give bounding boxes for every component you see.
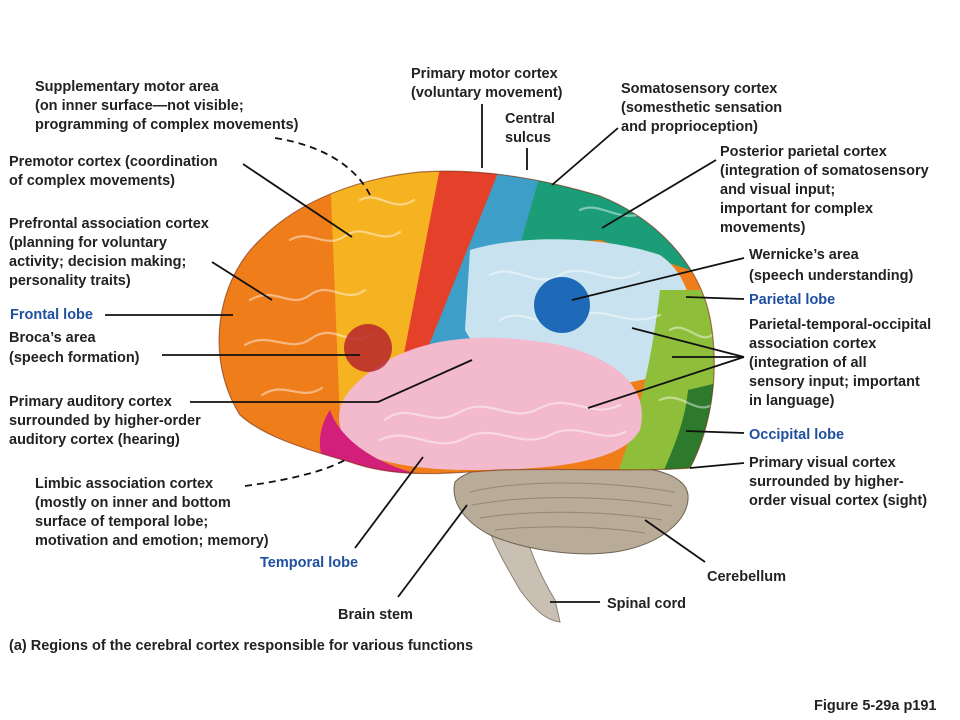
brain-stem-label: Brain stem [338, 607, 413, 623]
cerebellum-label: Cerebellum [707, 569, 786, 585]
leader-lines [105, 104, 745, 603]
primary-visual-cortex-label: Primary visual cortex surrounded by high… [749, 455, 928, 509]
wernickes-area-label: Wernicke’s area (speech understanding) [749, 247, 914, 284]
prefrontal-association-cortex-label: Prefrontal association cortex (planning … [9, 216, 209, 289]
spinal-cord-label: Spinal cord [607, 596, 686, 612]
frontal-lobe-label: Frontal lobe [10, 307, 93, 323]
temporal-lobe-label: Temporal lobe [260, 555, 359, 571]
wernickes-area-spot [534, 277, 590, 333]
posterior-parietal-cortex-label: Posterior parietal cortex (integration o… [720, 144, 929, 236]
primary-motor-cortex-label: Primary motor cortex (voluntary movement… [411, 66, 563, 101]
premotor-cortex-label: Premotor cortex (coordination of complex… [9, 154, 218, 189]
primary-auditory-cortex-label: Primary auditory cortex surrounded by hi… [9, 394, 201, 448]
brocas-area-spot [344, 324, 392, 372]
somatosensory-cortex-label: Somatosensory cortex (somesthetic sensat… [621, 81, 783, 135]
figure-reference: Figure 5-29a p191 [814, 698, 937, 714]
temporal-region [338, 337, 642, 470]
parietal-lobe-label: Parietal lobe [749, 292, 836, 308]
central-sulcus-label: Central sulcus [505, 111, 555, 146]
figure-caption: (a) Regions of the cerebral cortex respo… [9, 638, 474, 654]
supplementary-motor-area-label: Supplementary motor area (on inner surfa… [35, 79, 299, 133]
brocas-area-label: Broca’s area (speech formation) [9, 330, 140, 366]
primary-motor-region [395, 171, 500, 400]
cerebellum [453, 460, 689, 555]
parietal-temporal-occipital-label: Parietal-temporal-occipital association … [749, 317, 932, 409]
limbic-association-cortex-label: Limbic association cortex (mostly on inn… [35, 476, 269, 549]
occipital-lobe-label: Occipital lobe [749, 427, 845, 443]
